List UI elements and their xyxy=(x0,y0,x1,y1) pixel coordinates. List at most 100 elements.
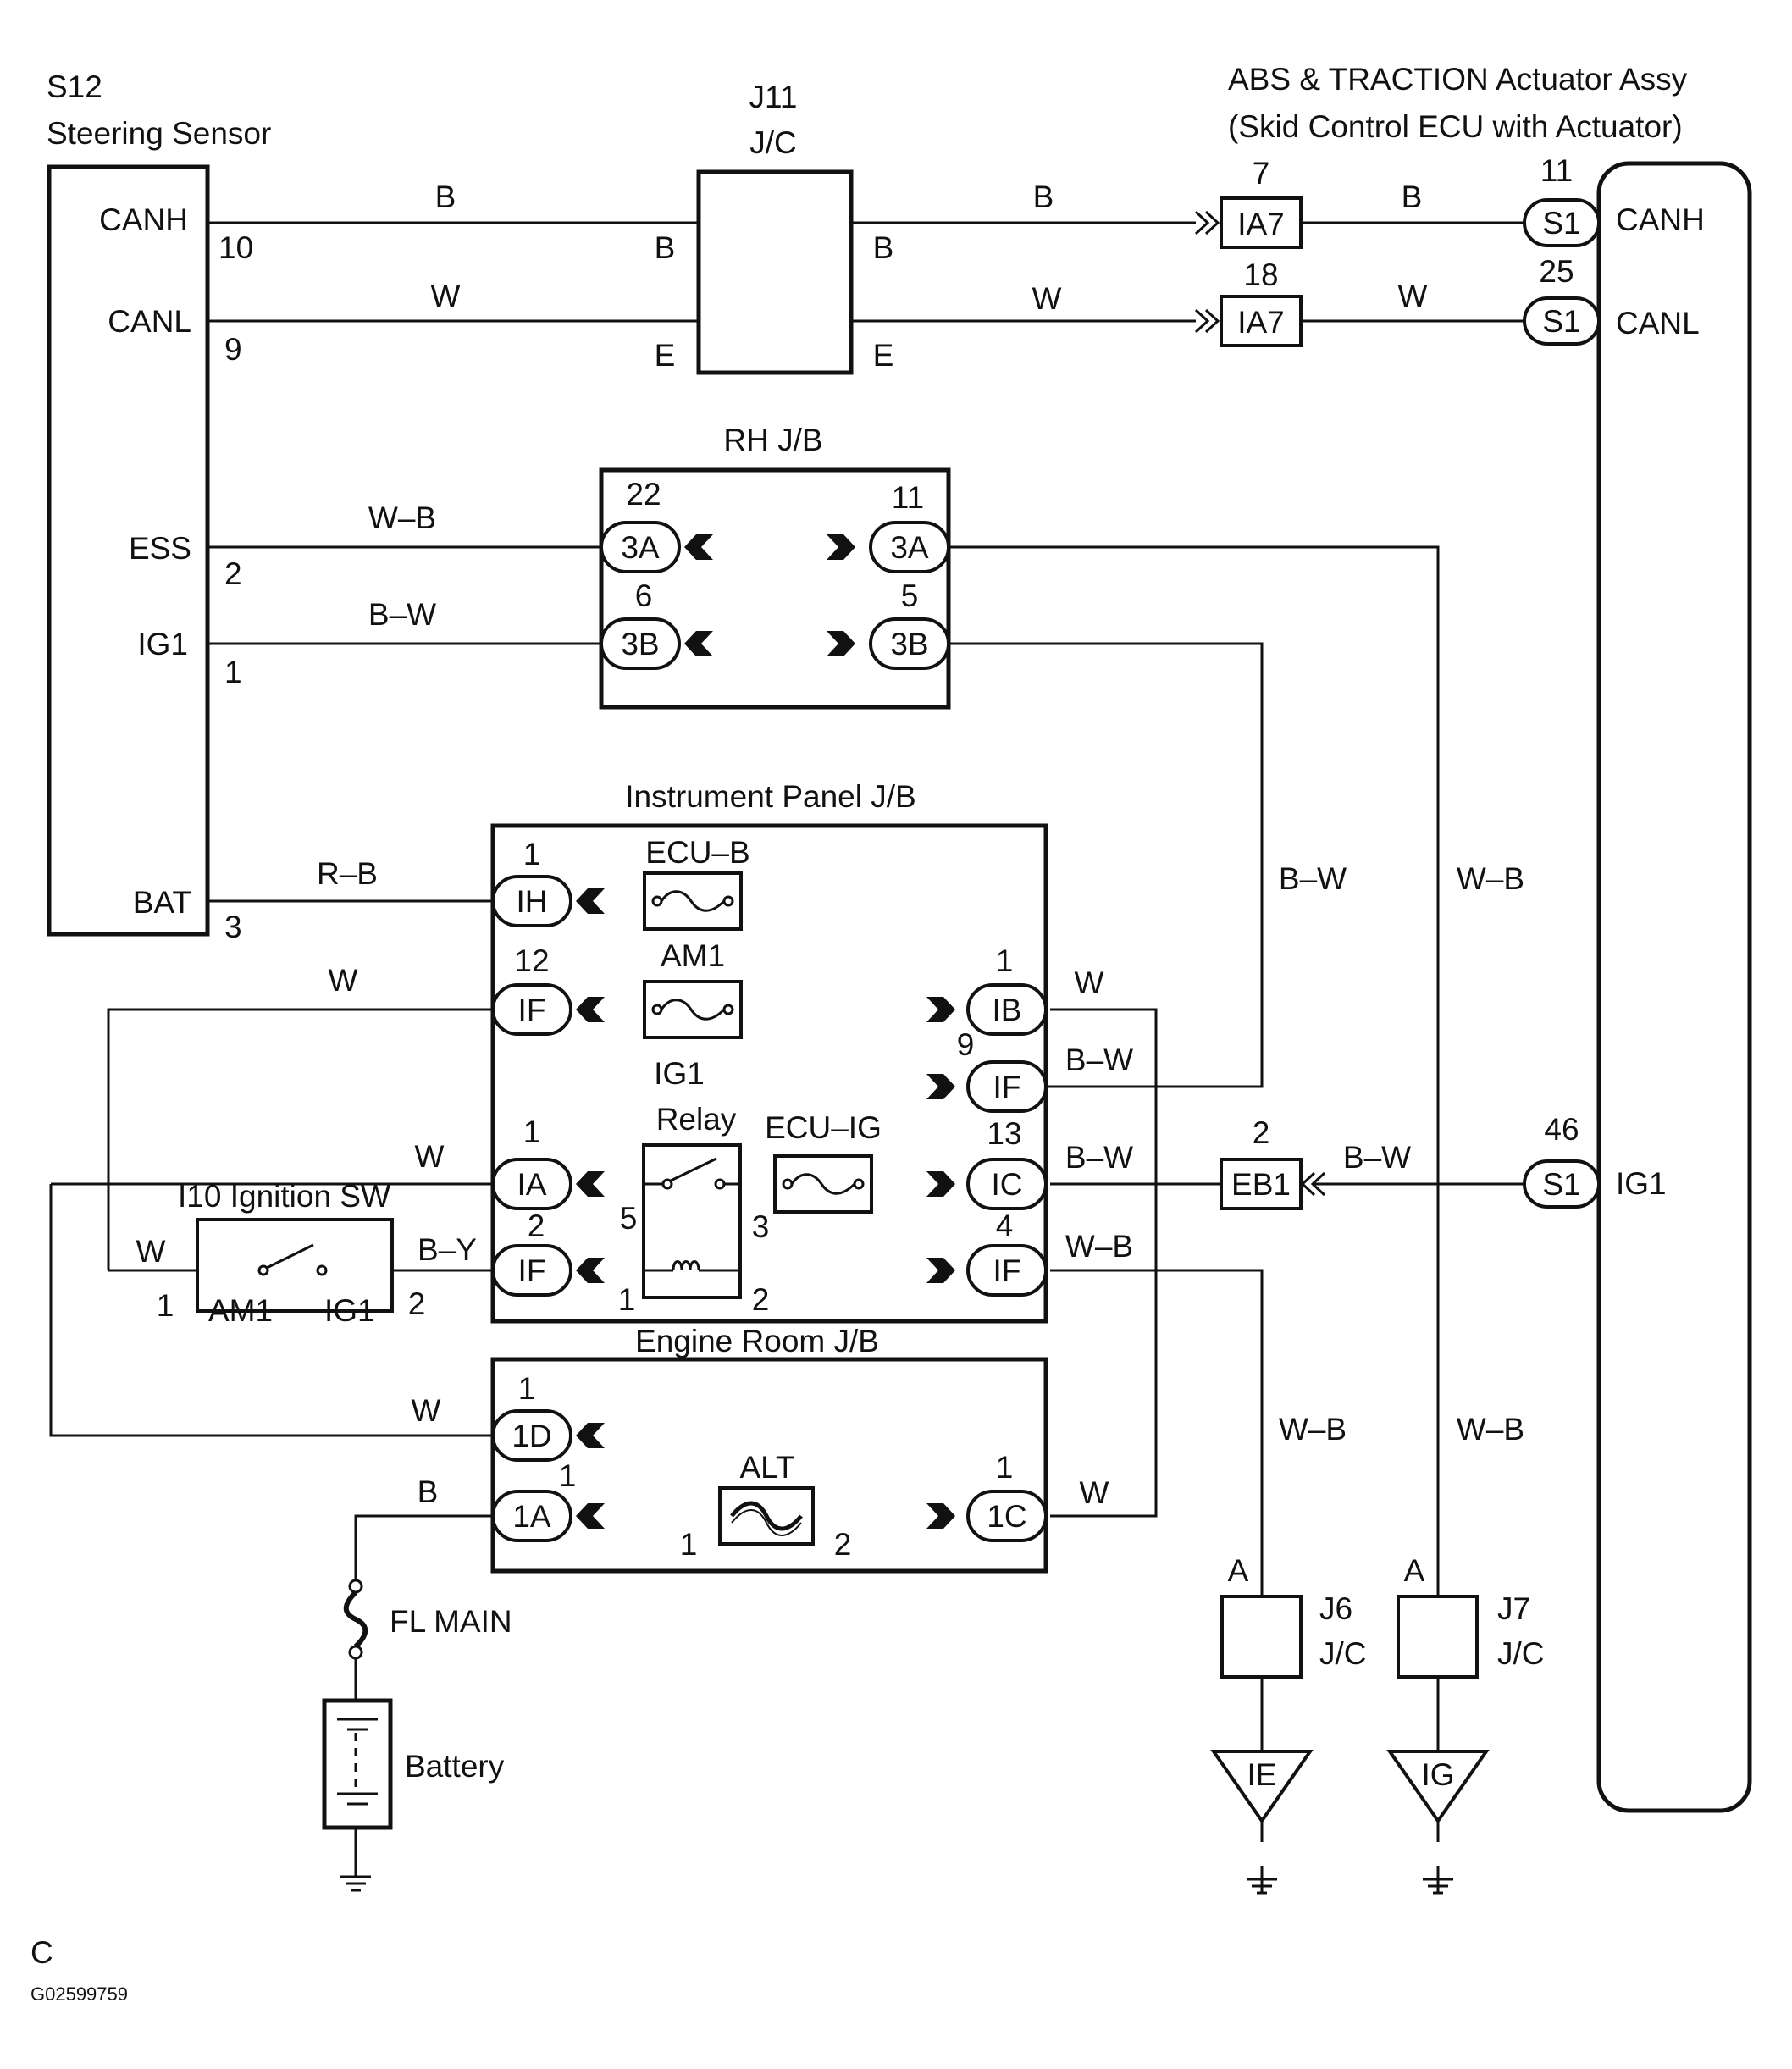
wire-color-label: W xyxy=(415,1139,445,1174)
ip-jb-conn-if: IF xyxy=(993,1070,1021,1104)
wire-color-label: B–W xyxy=(1279,861,1347,896)
fl-main-fusible-link: FL MAIN xyxy=(343,1579,512,1660)
wire-color-label: W xyxy=(1032,281,1062,316)
connector-ia7: IA7 IA7 7 18 xyxy=(1194,156,1303,347)
steering-sensor-name: Steering Sensor xyxy=(47,116,271,151)
pin-number: 5 xyxy=(901,578,919,613)
rh-jb-title: RH J/B xyxy=(723,423,822,457)
j7-pin: A xyxy=(1404,1553,1425,1588)
wire-color-label: B xyxy=(1402,180,1423,214)
ip-jb-conn-if: IF xyxy=(518,1253,546,1288)
ip-jb-conn-ih: IH xyxy=(517,884,548,919)
wire-color-label: W xyxy=(1075,965,1104,1000)
j11-pin-label: E xyxy=(873,338,894,373)
ground-point-ie xyxy=(1210,1750,1314,1824)
rh-jb-conn-3b: 3B xyxy=(621,627,659,661)
pin-canh-label: CANH xyxy=(99,202,188,237)
figure-code: G02599759 xyxy=(30,1983,128,2005)
ignition-switch-ig1: IG1 xyxy=(324,1293,375,1328)
junction-connector-j7: A J7 J/C IG xyxy=(1386,1553,1545,1895)
wire-color-label: B–W xyxy=(1065,1140,1133,1175)
pin-number: 13 xyxy=(987,1116,1021,1151)
abs-body xyxy=(1596,161,1752,1813)
instrument-panel-junction-block: Instrument Panel J/B IH IF IA IF IB IF I… xyxy=(490,779,1048,1324)
wire-color-label: B–W xyxy=(1343,1140,1411,1175)
relay-pin-number: 1 xyxy=(618,1282,636,1317)
ignition-switch-am1: AM1 xyxy=(208,1293,273,1328)
junction-connector-j11: J11 J/C B B E E xyxy=(655,80,894,375)
ignition-switch-body xyxy=(196,1218,394,1313)
ip-jb-conn-ia: IA xyxy=(517,1167,547,1202)
steering-sensor-body xyxy=(47,164,210,937)
wire-color-label: W xyxy=(412,1393,441,1428)
pin-number: 2 xyxy=(1253,1115,1270,1150)
engine-room-junction-block: Engine Room J/B 1D 1A 1C 1 1 1 ALT 1 2 xyxy=(490,1324,1048,1574)
ip-jb-conn-if: IF xyxy=(993,1253,1021,1288)
pin-number: 25 xyxy=(1539,254,1574,289)
wire-color-label: B–W xyxy=(368,597,436,632)
wire-color-label: W xyxy=(431,279,461,313)
wire-color-label: R–B xyxy=(317,856,378,891)
j11-name: J/C xyxy=(749,125,797,160)
pin-number: 2 xyxy=(528,1209,545,1243)
j11-id: J11 xyxy=(749,80,798,114)
ip-jb-conn-if: IF xyxy=(518,993,546,1027)
wire-color-label: B xyxy=(435,180,456,214)
steering-sensor: S12 Steering Sensor CANH CANL ESS IG1 BA… xyxy=(47,69,271,944)
fuse-ecu-b-label: ECU–B xyxy=(645,835,749,870)
wire-color-label: W–B xyxy=(368,501,436,535)
pin-number: 10 xyxy=(218,230,253,265)
fuse-alt-label: ALT xyxy=(739,1450,794,1485)
engine-room-conn-1d: 1D xyxy=(512,1419,551,1453)
wire-color-label: B xyxy=(418,1474,439,1509)
pin-ess-label: ESS xyxy=(129,531,191,566)
engine-room-conn-1a: 1A xyxy=(512,1499,551,1534)
rh-jb-conn-3a: 3A xyxy=(621,530,660,565)
rh-jb-conn-3b: 3B xyxy=(890,627,928,661)
engine-room-conn-1c: 1C xyxy=(987,1499,1026,1534)
pin-number: 2 xyxy=(834,1527,852,1562)
ground-ig-label: IG xyxy=(1421,1757,1454,1792)
wire-color-labels: B B B W W W W–B B–W R–B W W B–W B–W W–B … xyxy=(136,180,1525,1510)
pin-ig1-label: IG1 xyxy=(137,627,188,661)
abs-traction-actuator: ABS & TRACTION Actuator Assy (Skid Contr… xyxy=(1228,62,1752,1813)
wire-color-label: B xyxy=(1033,180,1054,214)
rh-junction-block: RH J/B 3A 3A 3B 3B 22 11 6 5 xyxy=(599,423,951,710)
wire-color-label: W xyxy=(136,1234,166,1269)
pin-number: 22 xyxy=(626,477,661,512)
pin-number: 1 xyxy=(523,837,541,871)
j7-name: J/C xyxy=(1497,1636,1545,1671)
ignition-switch: I10 Ignition SW AM1 IG1 1 2 xyxy=(157,1179,426,1328)
ia7-label: IA7 xyxy=(1237,207,1285,241)
wire-color-label: W–B xyxy=(1065,1229,1133,1264)
pin-number: 11 xyxy=(1540,153,1573,188)
pin-canl-label: CANL xyxy=(108,304,191,339)
corner-code: C xyxy=(30,1935,53,1970)
j6-name: J/C xyxy=(1319,1636,1367,1671)
ground-ie-label: IE xyxy=(1247,1757,1277,1792)
pin-number: 4 xyxy=(996,1209,1014,1243)
pin-number: 1 xyxy=(996,1450,1014,1485)
pin-number: 3 xyxy=(224,910,242,944)
abs-subtitle: (Skid Control ECU with Actuator) xyxy=(1228,109,1683,144)
ip-jb-conn-ic: IC xyxy=(992,1167,1023,1202)
pin-number: 2 xyxy=(224,556,242,591)
wire-color-label: W xyxy=(329,963,358,998)
ignition-switch-title: I10 Ignition SW xyxy=(178,1179,390,1214)
pin-number: 12 xyxy=(514,943,549,978)
pin-number: 2 xyxy=(408,1286,426,1321)
wire-color-label: W–B xyxy=(1279,1412,1347,1447)
relay-pin-number: 2 xyxy=(752,1282,770,1317)
wire-color-label: W–B xyxy=(1457,1412,1524,1447)
pin-number: 1 xyxy=(996,943,1014,978)
fl-main-label: FL MAIN xyxy=(390,1604,512,1639)
j6-id: J6 xyxy=(1319,1591,1352,1626)
wire-color-label: W–B xyxy=(1457,861,1524,896)
pin-number: 7 xyxy=(1253,156,1270,191)
ig1-relay xyxy=(642,1143,742,1299)
pin-number: 6 xyxy=(635,578,653,613)
wire-color-label: B–W xyxy=(1065,1043,1133,1077)
steering-sensor-id: S12 xyxy=(47,69,102,104)
relay-pin-number: 5 xyxy=(620,1201,638,1236)
pin-number: 9 xyxy=(957,1027,975,1062)
